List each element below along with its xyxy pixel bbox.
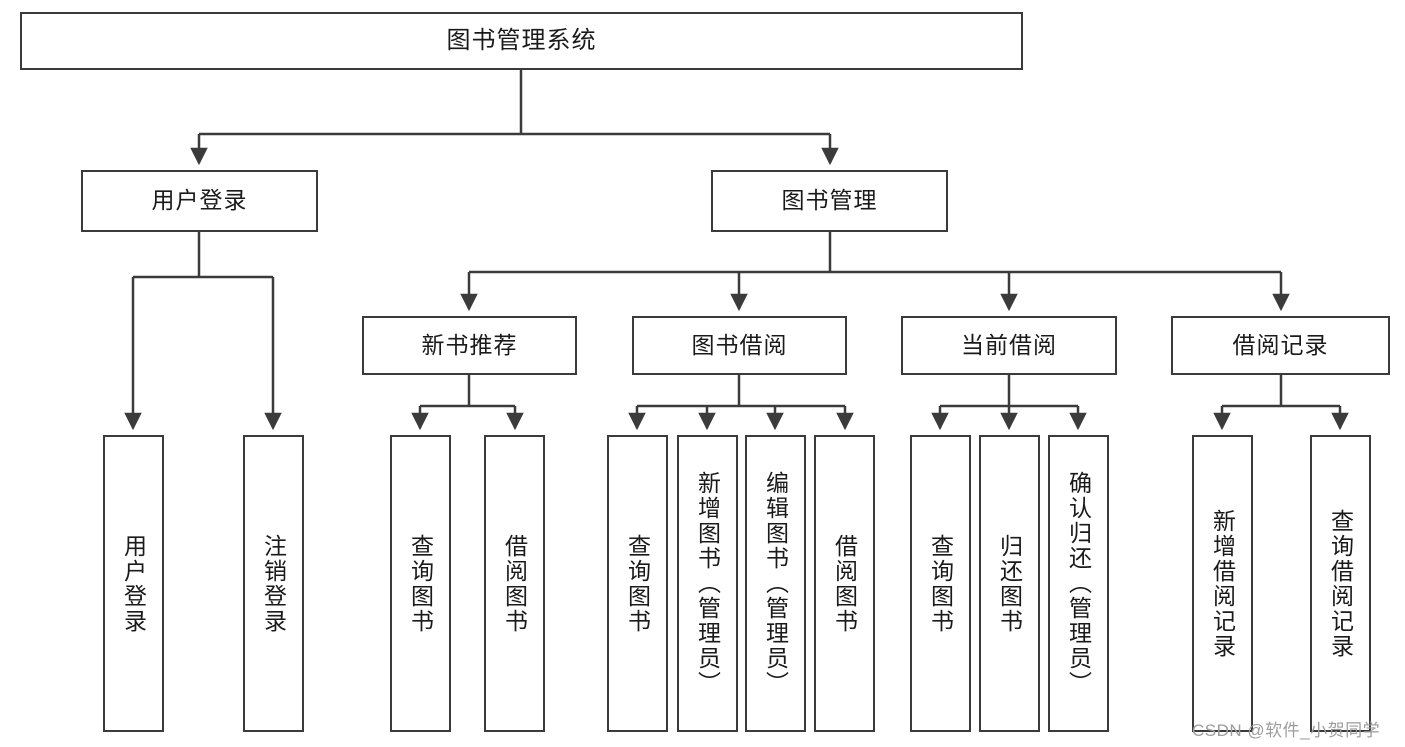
node-leaf-query-borrow-record[interactable]: 查询借阅记录 xyxy=(1310,435,1371,732)
node-label: 新增图书（管理员） xyxy=(694,471,721,696)
node-label: 查询图书 xyxy=(407,533,434,634)
node-leaf-edit-book-admin[interactable]: 编辑图书（管理员） xyxy=(745,435,806,732)
node-book-management[interactable]: 图书管理 xyxy=(711,170,948,232)
node-leaf-query-book-3[interactable]: 查询图书 xyxy=(910,435,971,732)
node-label: 新增借阅记录 xyxy=(1209,508,1236,659)
node-label: 图书借阅 xyxy=(691,331,788,358)
node-label: 借阅记录 xyxy=(1232,331,1329,358)
node-label: 用户登录 xyxy=(120,533,147,634)
node-leaf-return-book[interactable]: 归还图书 xyxy=(979,435,1040,732)
node-leaf-confirm-return-admin[interactable]: 确认归还（管理员） xyxy=(1048,435,1109,732)
watermark-credit: CSDN @软件_小贺同学 xyxy=(1192,721,1381,740)
node-label: 当前借阅 xyxy=(961,331,1057,358)
node-book-borrow[interactable]: 图书借阅 xyxy=(632,316,847,375)
node-label: 归还图书 xyxy=(996,533,1023,634)
node-label: 图书管理 xyxy=(781,187,878,214)
node-new-book-recommend[interactable]: 新书推荐 xyxy=(362,316,577,375)
node-label: 新书推荐 xyxy=(421,331,518,358)
node-label: 图书管理系统 xyxy=(446,26,597,54)
node-leaf-add-borrow-record[interactable]: 新增借阅记录 xyxy=(1192,435,1253,732)
node-label: 借阅图书 xyxy=(501,533,528,634)
node-label: 查询借阅记录 xyxy=(1327,508,1354,659)
node-label: 编辑图书（管理员） xyxy=(762,471,789,696)
node-leaf-query-book-2[interactable]: 查询图书 xyxy=(607,435,668,732)
node-root-book-management-system[interactable]: 图书管理系统 xyxy=(20,12,1023,70)
node-label: 借阅图书 xyxy=(831,533,858,634)
node-leaf-user-logout[interactable]: 注销登录 xyxy=(243,435,304,732)
node-label: 查询图书 xyxy=(624,533,651,634)
node-user-login[interactable]: 用户登录 xyxy=(81,170,318,232)
node-borrow-record[interactable]: 借阅记录 xyxy=(1171,316,1390,375)
node-leaf-user-login[interactable]: 用户登录 xyxy=(103,435,164,732)
node-label: 确认归还（管理员） xyxy=(1065,471,1092,696)
node-leaf-add-book-admin[interactable]: 新增图书（管理员） xyxy=(677,435,738,732)
node-leaf-query-book-1[interactable]: 查询图书 xyxy=(390,435,451,732)
node-leaf-borrow-book-2[interactable]: 借阅图书 xyxy=(814,435,875,732)
node-label: 用户登录 xyxy=(151,187,248,214)
node-current-borrow[interactable]: 当前借阅 xyxy=(901,316,1117,375)
node-label: 查询图书 xyxy=(927,533,954,634)
node-label: 注销登录 xyxy=(260,533,287,634)
node-leaf-borrow-book-1[interactable]: 借阅图书 xyxy=(484,435,545,732)
